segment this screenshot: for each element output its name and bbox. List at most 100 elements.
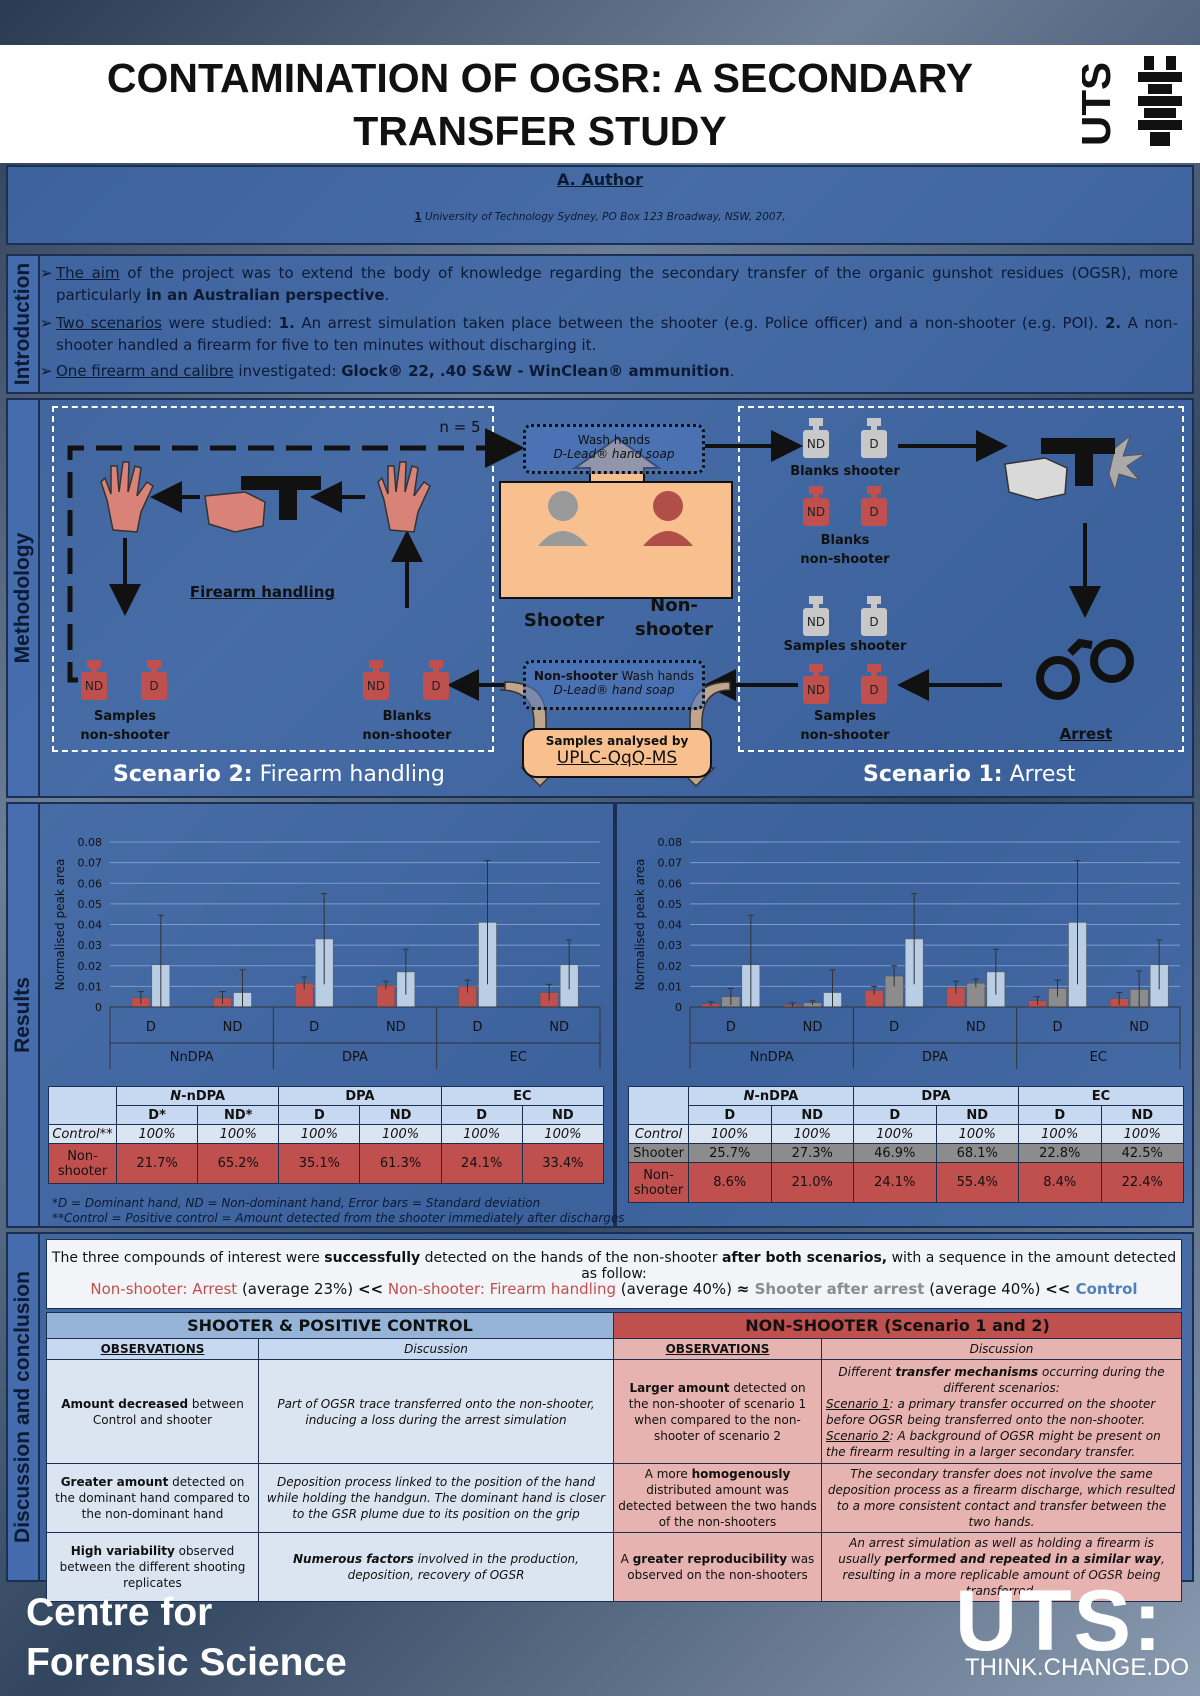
group-label: EC xyxy=(1090,1050,1107,1065)
results-label: Results xyxy=(8,804,40,1226)
firearm-handling-label: Firearm handling xyxy=(189,583,336,601)
sample-ns-bottle-d: D xyxy=(861,664,887,704)
chart-scenario-1: 00.010.020.030.040.050.060.070.08Normali… xyxy=(633,836,1181,1069)
scenario-2-box xyxy=(52,406,494,752)
sample-bottle-nd: ND xyxy=(81,660,107,700)
sample-bottle-d: D xyxy=(141,660,167,700)
sample-shooter-bottle-nd: ND xyxy=(803,596,829,636)
x-tick-label: ND xyxy=(386,1020,406,1035)
group-label: NnDPA xyxy=(170,1050,214,1065)
y-tick-label: 0.06 xyxy=(658,877,683,890)
author-panel xyxy=(6,165,1194,245)
non-shooter-person-icon xyxy=(643,491,693,546)
x-tick-label: ND xyxy=(803,1020,823,1035)
y-tick-label: 0.01 xyxy=(658,980,683,993)
title-band xyxy=(0,45,1200,163)
shooter-label: Shooter xyxy=(523,610,605,631)
y-tick-label: 0 xyxy=(675,1001,682,1014)
discussion-table: SHOOTER & POSITIVE CONTROL NON-SHOOTER (… xyxy=(46,1312,1182,1602)
blank-shooter-bottle-nd: ND xyxy=(803,418,829,458)
intro-aim: ➢ The aim of the project was to extend t… xyxy=(40,264,1179,304)
x-tick-label: D xyxy=(726,1020,736,1035)
results-table-scenario-2: N-nDPA DPA EC D* ND* D ND D ND Control**… xyxy=(48,1086,605,1184)
open-hand-icon xyxy=(377,461,431,533)
affiliation-number: 1 xyxy=(414,211,422,223)
non-shooter-heading: NON-SHOOTER (Scenario 1 and 2) xyxy=(613,1312,1182,1339)
y-tick-label: 0.03 xyxy=(658,939,683,952)
handcuffs-icon xyxy=(1036,638,1134,700)
y-tick-label: 0.05 xyxy=(78,898,103,911)
methodology-label: Methodology xyxy=(8,400,40,796)
y-tick-label: 0.02 xyxy=(658,960,683,973)
y-axis-label: Normalised peak area xyxy=(633,859,647,991)
results-table-scenario-1: N-nDPA DPA EC D ND D ND D ND Control 100… xyxy=(628,1086,1184,1203)
x-tick-label: ND xyxy=(966,1020,986,1035)
title-line-2: TRANSFER STUDY xyxy=(353,108,727,154)
y-tick-label: 0.02 xyxy=(78,960,103,973)
arrow-bullet-icon: ➢ xyxy=(40,314,53,332)
n-equals-label: n = 5 xyxy=(439,418,481,436)
y-tick-label: 0.01 xyxy=(78,980,103,993)
intro-firearm: ➢ One firearm and calibre investigated: … xyxy=(40,362,735,380)
introduction-panel: Introduction xyxy=(6,254,1194,394)
table-notes: *D = Dominant hand, ND = Non-dominant ha… xyxy=(52,1196,625,1226)
y-tick-label: 0.03 xyxy=(78,939,103,952)
shooter-person-icon xyxy=(538,491,588,546)
conclusion-sentence: The three compounds of interest were suc… xyxy=(51,1250,1177,1282)
blank-shooter-bottle-d: D xyxy=(861,418,887,458)
wash-hands-label: Wash hands xyxy=(577,433,651,447)
y-tick-label: 0.06 xyxy=(78,877,103,890)
scenario-2-title: Scenario 2: Firearm handling xyxy=(113,762,445,787)
dlead-soap-label: D-Lead® hand soap xyxy=(553,683,675,697)
y-tick-label: 0.07 xyxy=(658,857,683,870)
chart-scenario-2: 00.010.020.030.040.050.060.070.08Normali… xyxy=(53,836,601,1069)
scenario-1-box xyxy=(738,406,1184,752)
discussion-label: Discussion and conclusion xyxy=(8,1234,40,1580)
x-tick-label: D xyxy=(146,1020,156,1035)
analysis-label: Samples analysed by xyxy=(545,734,689,748)
blank-bottle-d: D xyxy=(423,660,449,700)
non-shooter-wash-box: Non-shooter Wash hands D-Lead® hand soap xyxy=(523,660,705,710)
footer-tagline: THINK.CHANGE.DO xyxy=(965,1654,1190,1681)
results-divider xyxy=(613,802,617,1228)
hand-holding-gun-icon xyxy=(204,476,321,533)
footer-uts-logo: UTS: xyxy=(955,1573,1164,1669)
y-tick-label: 0 xyxy=(95,1001,102,1014)
author-name: A. Author xyxy=(556,170,644,189)
samples-shooter-label: Samples shooter xyxy=(783,639,907,654)
centre-name: Centre for Forensic Science xyxy=(26,1591,347,1684)
arrow-bullet-icon: ➢ xyxy=(40,362,53,380)
hand-firing-gun-icon xyxy=(1004,434,1146,501)
x-tick-label: ND xyxy=(1129,1020,1149,1035)
analysis-method: UPLC-QqQ-MS xyxy=(556,748,678,768)
wash-hands-box: Wash hands D-Lead® hand soap xyxy=(523,424,705,474)
blanks-shooter-label: Blanks shooter xyxy=(790,464,900,479)
arrest-label: Arrest xyxy=(1059,725,1113,743)
poster-title: CONTAMINATION OF OGSR: A SECONDARY TRANS… xyxy=(40,52,1040,158)
table-note-2: **Control = Positive control = Amount de… xyxy=(52,1211,625,1225)
sample-shooter-bottle-d: D xyxy=(861,596,887,636)
group-label: NnDPA xyxy=(750,1050,794,1065)
open-hand-icon xyxy=(100,461,154,533)
group-label: EC xyxy=(510,1050,527,1065)
x-tick-label: D xyxy=(472,1020,482,1035)
y-tick-label: 0.07 xyxy=(78,857,103,870)
uts-logo-text: UTS xyxy=(1082,62,1119,146)
uts-logo: UTS xyxy=(1082,56,1182,146)
x-tick-label: D xyxy=(1052,1020,1062,1035)
scenario-1-title: Scenario 1: Arrest xyxy=(863,762,1076,787)
x-tick-label: D xyxy=(309,1020,319,1035)
affiliation: 1 University of Technology Sydney, PO Bo… xyxy=(0,211,1200,223)
shooter-control-heading: SHOOTER & POSITIVE CONTROL xyxy=(46,1312,614,1339)
dlead-soap-label: D-Lead® hand soap xyxy=(553,447,675,461)
blank-ns-bottle-nd: ND xyxy=(803,486,829,526)
y-tick-label: 0.08 xyxy=(658,836,683,849)
x-tick-label: ND xyxy=(223,1020,243,1035)
non-shooter-label: Non-shooter xyxy=(635,595,713,640)
affiliation-text: University of Technology Sydney, PO Box … xyxy=(425,211,786,223)
